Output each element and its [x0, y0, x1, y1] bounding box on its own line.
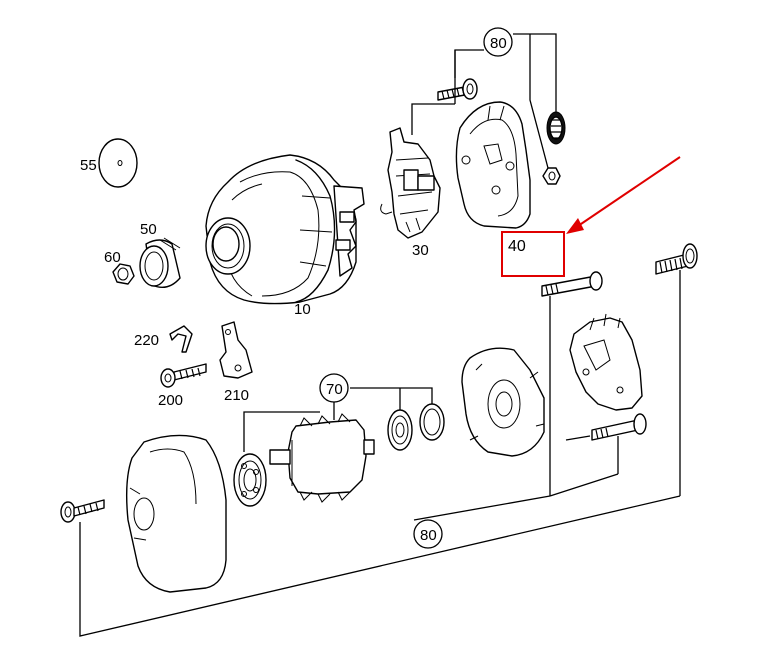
part-80-nut[interactable]	[542, 167, 561, 185]
label-80-bottom: 80	[420, 527, 437, 544]
part-80-bolt-lower[interactable]	[565, 413, 647, 474]
part-70-rotor[interactable]	[269, 413, 375, 503]
leader-80-bottom-b	[413, 473, 619, 521]
part-70-bearing-left[interactable]	[233, 453, 267, 507]
highlight-box-40	[501, 231, 565, 277]
bubble-80-bottom	[413, 519, 443, 549]
label-30: 30	[412, 242, 429, 259]
part-70-ring[interactable]	[419, 403, 445, 441]
label-200: 200	[158, 392, 183, 409]
part-drive-end-housing[interactable]	[461, 347, 545, 457]
label-220: 220	[134, 332, 159, 349]
part-30-regulator[interactable]	[380, 127, 441, 239]
label-60: 60	[104, 249, 121, 266]
part-80-screw-bottom[interactable]	[60, 499, 105, 523]
label-55: 55	[80, 157, 97, 174]
part-80-flange-nut[interactable]	[546, 111, 566, 145]
part-80-screw-top[interactable]	[437, 78, 478, 101]
label-210: 210	[224, 387, 249, 404]
label-70: 70	[326, 381, 343, 398]
leader-30	[411, 103, 455, 135]
part-80-screw-right[interactable]	[655, 243, 698, 496]
red-arrow-pointer	[566, 156, 681, 234]
bubble-70	[319, 373, 349, 403]
part-55-cap[interactable]	[98, 138, 138, 188]
leader-70	[243, 387, 433, 452]
part-40-rear-cover[interactable]	[455, 101, 531, 229]
part-60-nut[interactable]	[112, 263, 135, 285]
part-210-bracket[interactable]	[219, 321, 253, 379]
part-220-clip[interactable]	[169, 325, 193, 353]
part-200-screw[interactable]	[160, 363, 207, 388]
bubble-80-top	[483, 27, 513, 57]
part-70-bearing-right[interactable]	[387, 409, 413, 451]
part-80-long-bolt[interactable]	[541, 271, 603, 496]
part-end-plate[interactable]	[569, 313, 643, 411]
label-10: 10	[294, 301, 311, 318]
label-40[interactable]: 40	[508, 238, 526, 255]
leader-80-top-b	[454, 33, 557, 169]
label-50: 50	[140, 221, 157, 238]
part-50-sleeve[interactable]	[139, 237, 181, 288]
leader-80-bottom-a	[79, 495, 681, 637]
part-front-housing[interactable]	[125, 434, 227, 593]
label-80-top: 80	[490, 35, 507, 52]
part-10-alternator[interactable]	[205, 154, 365, 305]
